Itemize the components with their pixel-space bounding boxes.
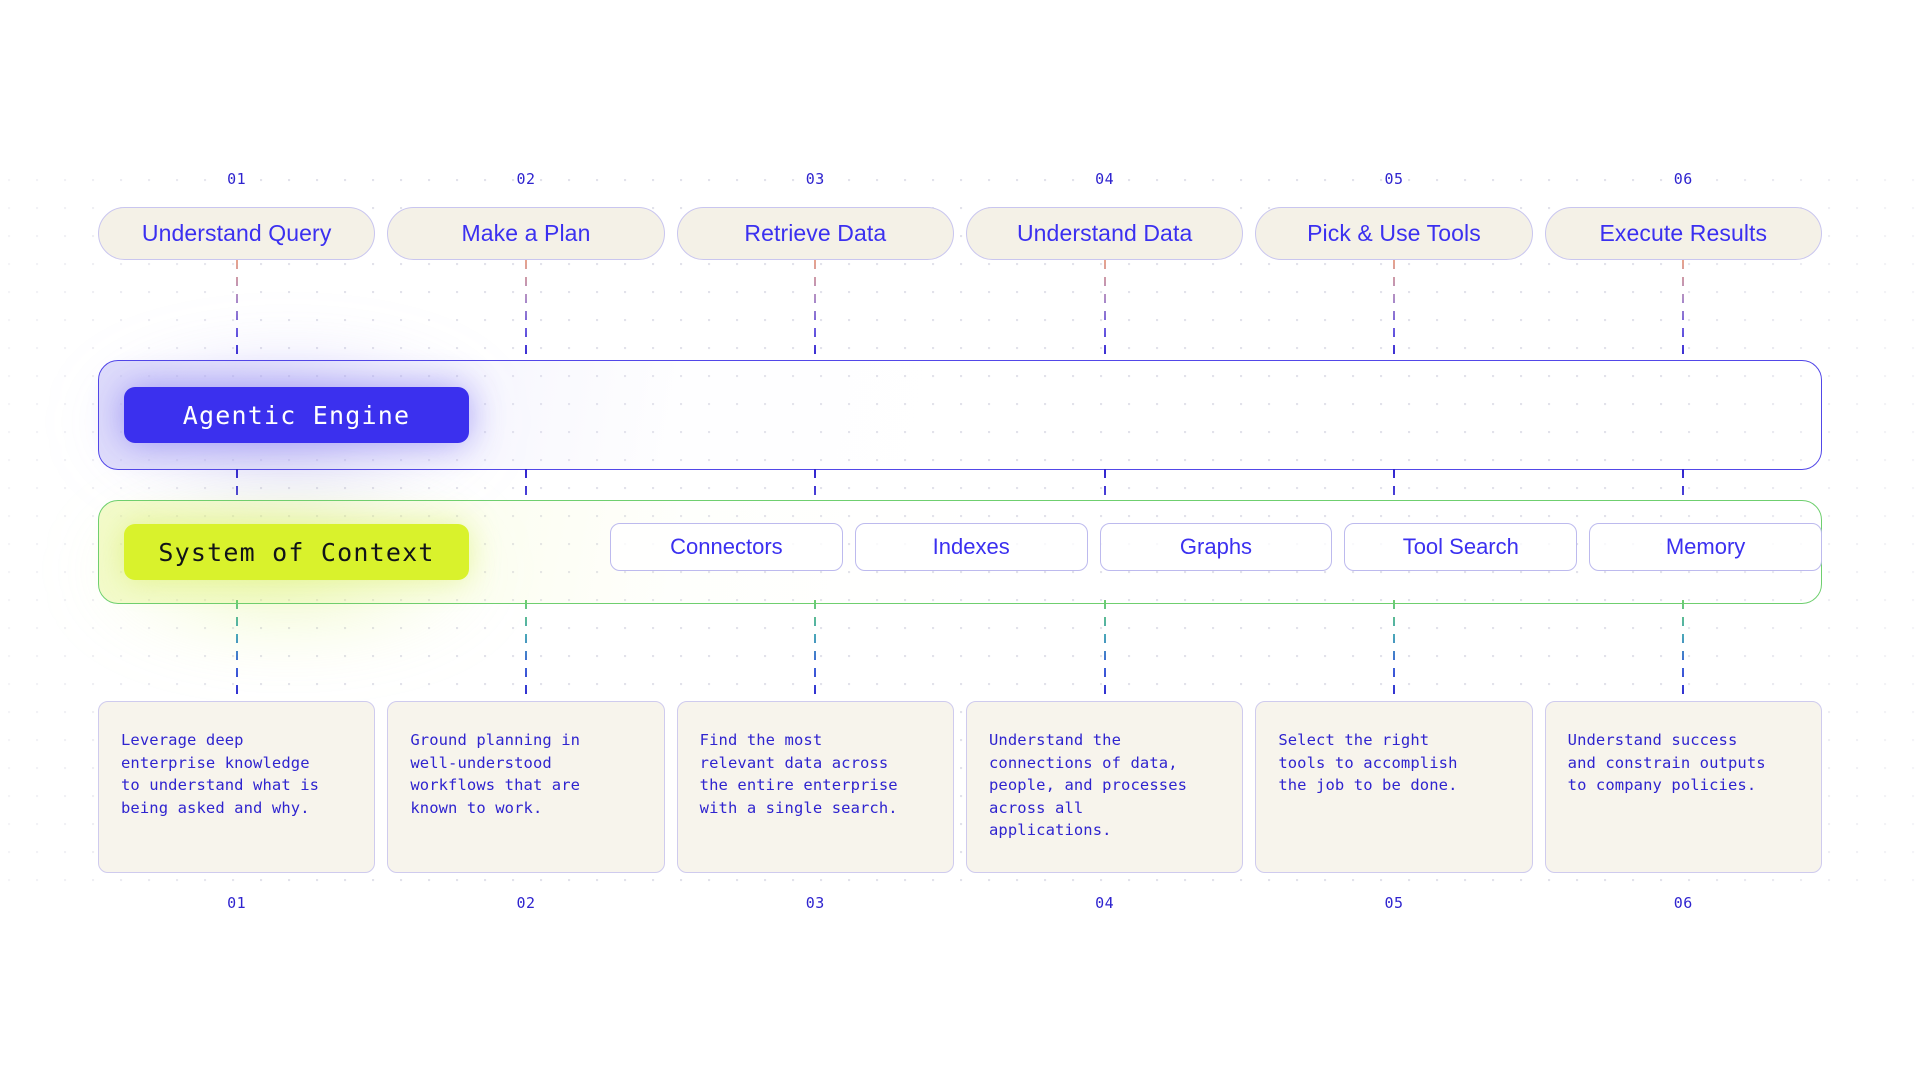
connector-line	[814, 469, 817, 500]
connector-line	[524, 469, 527, 500]
connector-line	[1392, 469, 1395, 500]
description-card-pick-use-tools: Select the right tools to accomplish the…	[1255, 701, 1533, 873]
top-index-label: 02	[516, 170, 536, 188]
description-card-make-a-plan: Ground planning in well-understood workf…	[387, 701, 665, 873]
connector-row-upper	[98, 260, 1822, 360]
connector-line	[1682, 600, 1685, 701]
connector-cell	[1255, 600, 1532, 701]
step-pill-understand-query[interactable]: Understand Query	[98, 207, 376, 260]
description-card-retrieve-data: Find the most relevant data across the e…	[676, 701, 954, 873]
connector-line	[814, 260, 817, 360]
connector-line	[235, 600, 238, 701]
description-card-row: Leverage deep enterprise knowledge to un…	[98, 701, 1822, 873]
top-index-label: 05	[1384, 170, 1404, 188]
bottom-index-label: 05	[1384, 894, 1404, 912]
agentic-engine-badge: Agentic Engine	[124, 387, 469, 443]
connector-line	[524, 600, 527, 701]
connector-row-lower	[98, 600, 1822, 701]
connector-line	[1682, 469, 1685, 500]
bottom-index-label: 03	[805, 894, 825, 912]
capability-chip-indexes[interactable]: Indexes	[854, 523, 1088, 571]
connector-cell	[1545, 600, 1822, 701]
top-index-label: 04	[1095, 170, 1115, 188]
connector-cell	[98, 600, 375, 701]
description-card-execute-results: Understand success and constrain outputs…	[1544, 701, 1822, 873]
connector-cell	[387, 469, 664, 500]
connector-row-middle	[98, 469, 1822, 500]
description-card-understand-data: Understand the connections of data, peop…	[965, 701, 1244, 873]
connector-cell	[98, 469, 375, 500]
bottom-index-label: 01	[227, 894, 247, 912]
connector-line	[524, 260, 527, 360]
connector-line	[235, 469, 238, 500]
description-card-understand-query: Leverage deep enterprise knowledge to un…	[98, 701, 376, 873]
system-of-context-badge: System of Context	[124, 524, 469, 580]
bottom-index-row: 01 02 03 04 05 06	[98, 893, 1822, 913]
step-pill-execute-results[interactable]: Execute Results	[1544, 207, 1822, 260]
step-pill-pick-use-tools[interactable]: Pick & Use Tools	[1255, 207, 1533, 260]
top-index-label: 01	[227, 170, 247, 188]
connector-line	[814, 600, 817, 701]
connector-cell	[98, 260, 375, 360]
step-pill-understand-data[interactable]: Understand Data	[965, 207, 1244, 260]
step-pill-retrieve-data[interactable]: Retrieve Data	[676, 207, 954, 260]
top-index-label: 03	[805, 170, 825, 188]
connector-cell	[1545, 260, 1822, 360]
top-index-row: 01 02 03 04 05 06	[98, 169, 1822, 189]
top-index-label: 06	[1673, 170, 1693, 188]
capability-chip-tool-search[interactable]: Tool Search	[1344, 523, 1578, 571]
connector-cell	[966, 469, 1243, 500]
connector-line	[1392, 600, 1395, 701]
capability-chip-row: Connectors Indexes Graphs Tool Search Me…	[610, 523, 1822, 571]
connector-line	[1392, 260, 1395, 360]
connector-line	[1682, 260, 1685, 360]
capability-chip-connectors[interactable]: Connectors	[610, 523, 843, 571]
connector-cell	[1255, 469, 1532, 500]
step-pill-make-a-plan[interactable]: Make a Plan	[387, 207, 665, 260]
step-pill-row: Understand Query Make a Plan Retrieve Da…	[98, 207, 1822, 260]
agentic-engine-band: Agentic Engine	[98, 360, 1822, 470]
connector-cell	[677, 260, 954, 360]
connector-cell	[677, 469, 954, 500]
connector-cell	[966, 600, 1243, 701]
connector-cell	[1255, 260, 1532, 360]
connector-cell	[387, 600, 664, 701]
connector-cell	[677, 600, 954, 701]
bottom-index-label: 04	[1095, 894, 1115, 912]
connector-cell	[966, 260, 1243, 360]
bottom-index-label: 06	[1673, 894, 1693, 912]
connector-line	[1103, 260, 1106, 360]
connector-line	[235, 260, 238, 360]
capability-chip-memory[interactable]: Memory	[1589, 523, 1822, 571]
connector-line	[1103, 469, 1106, 500]
connector-cell	[1545, 469, 1822, 500]
bottom-index-label: 02	[516, 894, 536, 912]
connector-cell	[387, 260, 664, 360]
capability-chip-graphs[interactable]: Graphs	[1099, 523, 1333, 571]
connector-line	[1103, 600, 1106, 701]
